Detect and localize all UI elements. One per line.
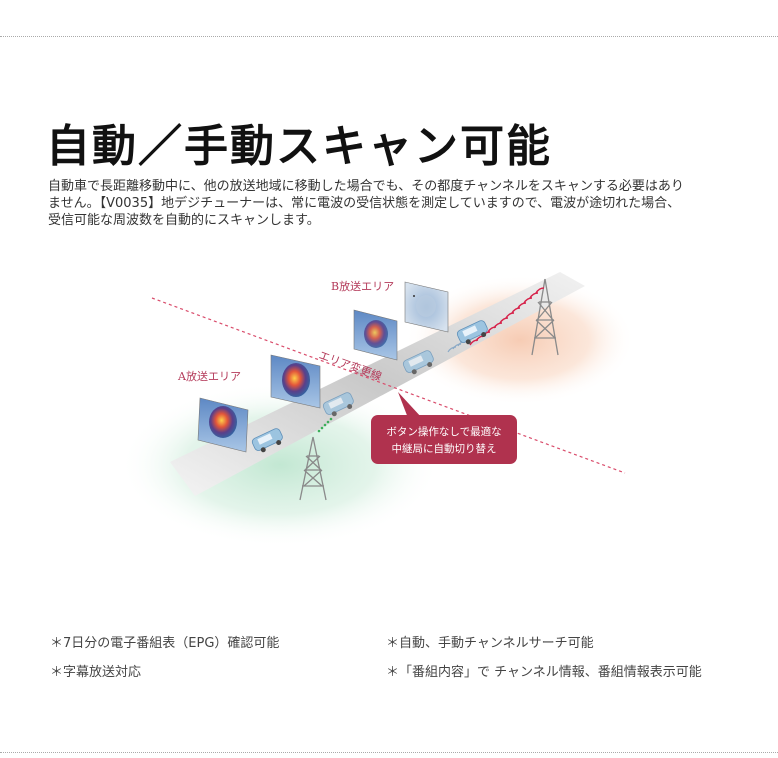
area-a-zone	[120, 383, 440, 547]
broadcast-tower-icon	[299, 436, 327, 501]
bottom-divider	[0, 752, 778, 753]
description: 自動車で長距離移動中に、他の放送地域に移動した場合でも、その都度チャンネルをスキ…	[48, 178, 738, 229]
callout-line: 中継局に自動切り替え	[392, 442, 497, 455]
area-change-line	[151, 297, 626, 474]
description-line: 受信可能な周波数を自動的にスキャンします。	[48, 213, 320, 228]
feature-notes: ＊7日分の電子番組表（EPG）確認可能 ＊自動、手動チャンネルサーチ可能 ＊字幕…	[0, 628, 778, 698]
signal-wave-b	[469, 287, 545, 346]
description-line: ません。【V0035】地デジチューナーは、常に電波の受信状態を測定していますので…	[48, 196, 681, 211]
note-item: ＊7日分の電子番組表（EPG）確認可能	[50, 636, 280, 651]
car-icon	[456, 320, 488, 345]
tv-screen-icon	[353, 309, 398, 361]
tv-screen-icon	[197, 397, 249, 453]
auto-switch-callout: ボタン操作なしで最適な 中継局に自動切り替え	[371, 392, 517, 464]
description-line: 自動車で長距離移動中に、他の放送地域に移動した場合でも、その都度チャンネルをスキ…	[48, 179, 684, 194]
tv-screen-icon	[404, 281, 449, 333]
broadcast-tower-icon	[531, 278, 559, 356]
note-item: ＊自動、手動チャンネルサーチ可能	[386, 636, 594, 651]
page-title: 自動／手動スキャン可能	[46, 121, 552, 172]
scan-diagram: エリア変更線 A放送エリア B放送エリア	[120, 272, 635, 547]
area-b-label: B放送エリア	[331, 279, 394, 293]
area-b-zone	[405, 275, 635, 405]
note-item: ＊「番組内容」で チャンネル情報、番組情報表示可能	[386, 665, 702, 680]
signal-wave-a	[317, 417, 333, 433]
callout-line: ボタン操作なしで最適な	[386, 425, 501, 438]
top-divider	[0, 36, 778, 37]
car-icon	[322, 392, 354, 417]
car-icon	[402, 350, 434, 375]
tv-screen-icon	[270, 354, 321, 409]
area-a-label: A放送エリア	[177, 369, 241, 383]
car-icon	[251, 428, 283, 453]
note-item: ＊字幕放送対応	[50, 665, 142, 680]
